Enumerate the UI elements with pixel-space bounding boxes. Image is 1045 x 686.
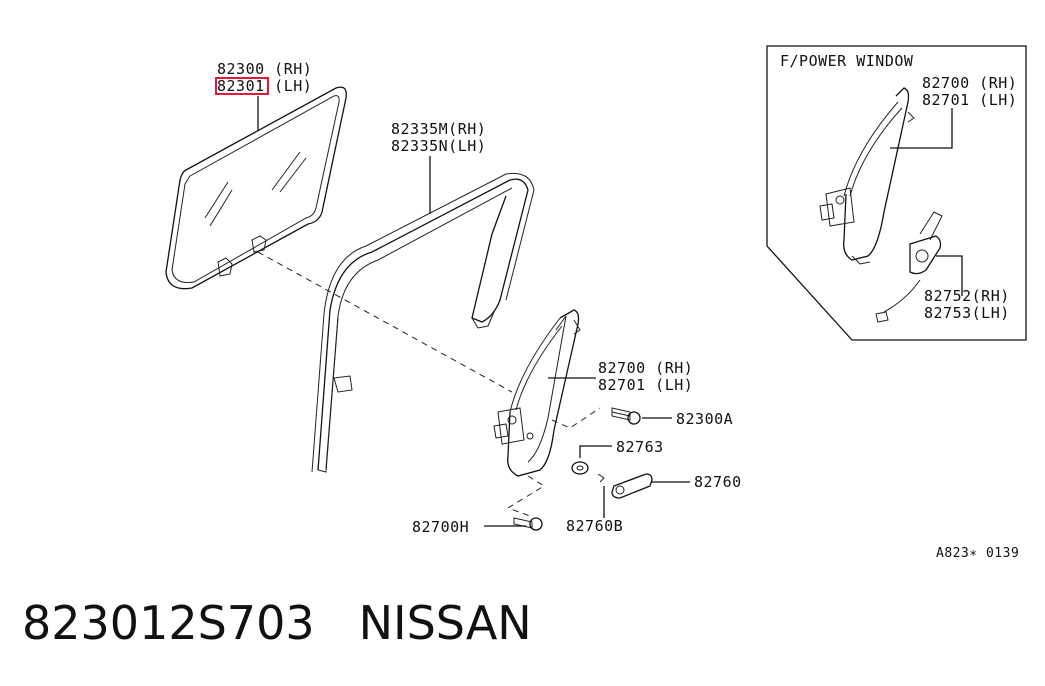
label-sash-rh: 82335M(RH) <box>391 120 486 138</box>
label-regulator-lh: 82701 (LH) <box>598 376 693 394</box>
clip-82760b <box>597 473 605 483</box>
label-sash-lh: 82335N(LH) <box>391 137 486 155</box>
door-glass <box>165 86 347 290</box>
label-inset-regulator-lh: 82701 (LH) <box>922 91 1017 109</box>
label-handle: 82760 <box>694 473 742 491</box>
inset-power-window <box>766 45 1027 341</box>
label-glass-lh: 82301 (LH) <box>217 77 312 95</box>
washer-82763 <box>571 461 589 475</box>
bolt-82700h <box>506 475 545 531</box>
part-number: 823012S703 <box>22 596 315 650</box>
bolt-82300a <box>551 407 641 429</box>
glass-run-sash <box>311 172 535 473</box>
washer-leader <box>579 445 612 458</box>
inset-title: F/POWER WINDOW <box>780 52 914 70</box>
part-caption: 823012S703 NISSAN <box>22 596 576 650</box>
diagram-code: A823∗ 0139 <box>936 546 1019 561</box>
window-regulator <box>493 309 581 477</box>
highlight-box <box>215 77 269 95</box>
glass-regulator-dash <box>257 251 513 393</box>
label-motor-rh: 82752(RH) <box>924 287 1010 305</box>
label-bolt-82300a: 82300A <box>676 410 733 428</box>
handle-82760 <box>611 473 653 499</box>
label-glass-rh: 82300 (RH) <box>217 60 312 78</box>
label-washer: 82763 <box>616 438 664 456</box>
label-regulator-rh: 82700 (RH) <box>598 359 693 377</box>
label-clip: 82760B <box>566 517 623 535</box>
inset-motor-leader <box>936 255 963 296</box>
label-bolt-82700h: 82700H <box>412 518 469 536</box>
brand-name: NISSAN <box>358 596 532 650</box>
inset-regulator-leader <box>890 108 953 149</box>
label-motor-lh: 82753(LH) <box>924 304 1010 322</box>
label-inset-regulator-rh: 82700 (RH) <box>922 74 1017 92</box>
